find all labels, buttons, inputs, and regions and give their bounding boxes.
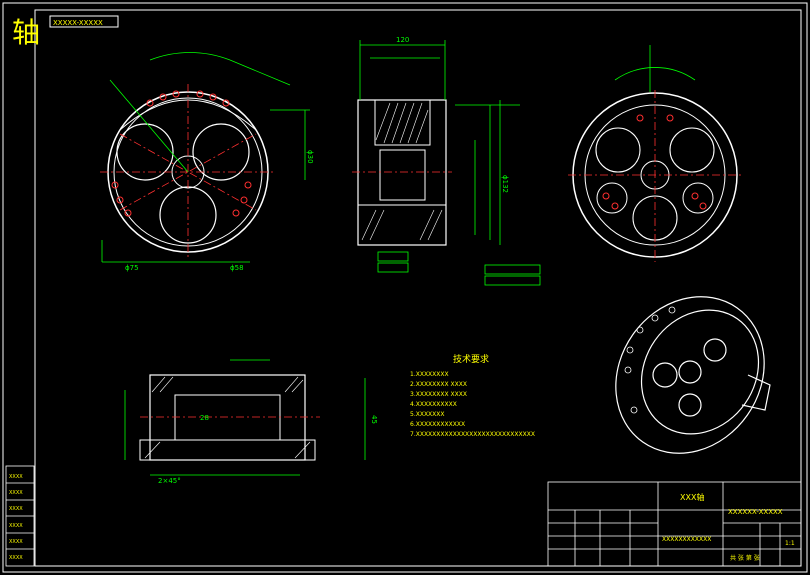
bottom-section-view: 45 28 2×45° <box>124 359 378 485</box>
dim-label-d2: ϕ75 <box>125 264 139 272</box>
technical-requirements: 技术要求 1.XXXXXXXX 2.XXXXXXXX XXXX 3.XXXXXX… <box>410 353 535 438</box>
tech-req-item: 2.XXXXXXXX XXXX <box>410 381 467 388</box>
left-strip <box>5 465 35 567</box>
tech-req-item: 5.XXXXXXX <box>410 411 445 418</box>
tech-req-item: 3.XXXXXXXX XXXX <box>410 391 467 398</box>
tech-req-item: 1.XXXXXXXX <box>410 371 449 378</box>
bolt-holes-right <box>602 114 707 210</box>
hatching-bottom <box>144 376 311 459</box>
hatching <box>361 102 443 241</box>
left-strip-cell: XXXX <box>9 539 23 545</box>
tolerance-frame-3 <box>484 264 541 275</box>
isometric-view <box>615 296 771 454</box>
left-strip-cell: XXXX <box>9 555 23 561</box>
title-block-drawing-no: XXXXXX-XXXXX <box>728 508 783 516</box>
tech-req-item: 4.XXXXXXXXXX <box>410 401 457 408</box>
left-strip-cell: XXXX <box>9 506 23 512</box>
iso-hole-3 <box>703 338 727 362</box>
title-block-sheet: 共 张 第 张 <box>730 554 760 562</box>
planet-hole-r2 <box>669 127 715 173</box>
lug-right <box>682 182 714 214</box>
bottom-bore <box>174 394 281 441</box>
iso-shaft-stub <box>741 374 771 411</box>
title-block-scale: 1:1 <box>785 540 795 547</box>
iso-hole-2 <box>678 360 702 384</box>
section-body <box>357 99 447 246</box>
tech-req-item: 7.XXXXXXXXXXXXXXXXXXXXXXXXXXXXX <box>410 431 535 438</box>
top-stamp-text: XXXXX-XXXXX <box>53 19 103 27</box>
tech-req-heading: 技术要求 <box>453 353 489 365</box>
angle-dimension-right <box>614 67 696 81</box>
dim-label-d4: ϕ132 <box>501 175 509 193</box>
section-bore <box>379 149 426 201</box>
title-block <box>547 481 802 567</box>
dim-label-d3: ϕ58 <box>230 264 244 272</box>
dim-label-l2: 45 <box>370 415 378 424</box>
tolerance-frame-2 <box>377 262 409 273</box>
dimension-lines-middle <box>359 40 520 245</box>
left-strip-cell: XXXX <box>9 490 23 496</box>
planet-hole-2 <box>192 123 250 181</box>
title-block-material: XXXXXXXXXXXX <box>662 536 711 543</box>
iso-inner <box>640 309 760 435</box>
section-hatch-top <box>374 99 431 146</box>
lug-left <box>596 182 628 214</box>
top-stamp-box <box>49 15 119 28</box>
dimension-lines-bottom <box>124 359 366 476</box>
dimension-lines-left <box>101 52 310 263</box>
tolerance-frame-1 <box>377 251 409 262</box>
left-strip-cell: XXXX <box>9 523 23 529</box>
dim-label-d1: ϕ30 <box>306 150 314 164</box>
bottom-section-body <box>149 374 306 461</box>
iso-hole-4 <box>678 393 702 417</box>
rear-view-right <box>568 45 742 262</box>
bolt-holes <box>111 90 252 217</box>
bottom-flange <box>139 439 316 461</box>
front-view-left: ϕ30 ϕ75 ϕ58 <box>100 52 314 272</box>
dim-label-l4: 2×45° <box>158 477 181 485</box>
dim-label-l3: 28 <box>200 414 209 422</box>
title-character: 轴 <box>12 16 40 49</box>
dim-label-l1: 120 <box>396 36 409 44</box>
iso-bolt-holes <box>624 306 676 414</box>
section-view-middle: 120 ϕ132 <box>352 36 541 286</box>
drawing-frame <box>34 9 802 567</box>
planet-hole-1 <box>116 123 174 181</box>
left-strip-cell: XXXX <box>9 474 23 480</box>
iso-outer <box>615 296 765 454</box>
title-block-frame <box>547 481 802 567</box>
iso-hole-1 <box>652 362 678 388</box>
section-flange-bottom <box>357 204 447 246</box>
tech-req-item: 6.XXXXXXXXXXXX <box>410 421 465 428</box>
title-block-part-name: XXX轴 <box>680 492 704 502</box>
planet-hole-r1 <box>595 127 641 173</box>
tolerance-frame-4 <box>484 275 541 286</box>
center-lines-right <box>568 90 742 262</box>
